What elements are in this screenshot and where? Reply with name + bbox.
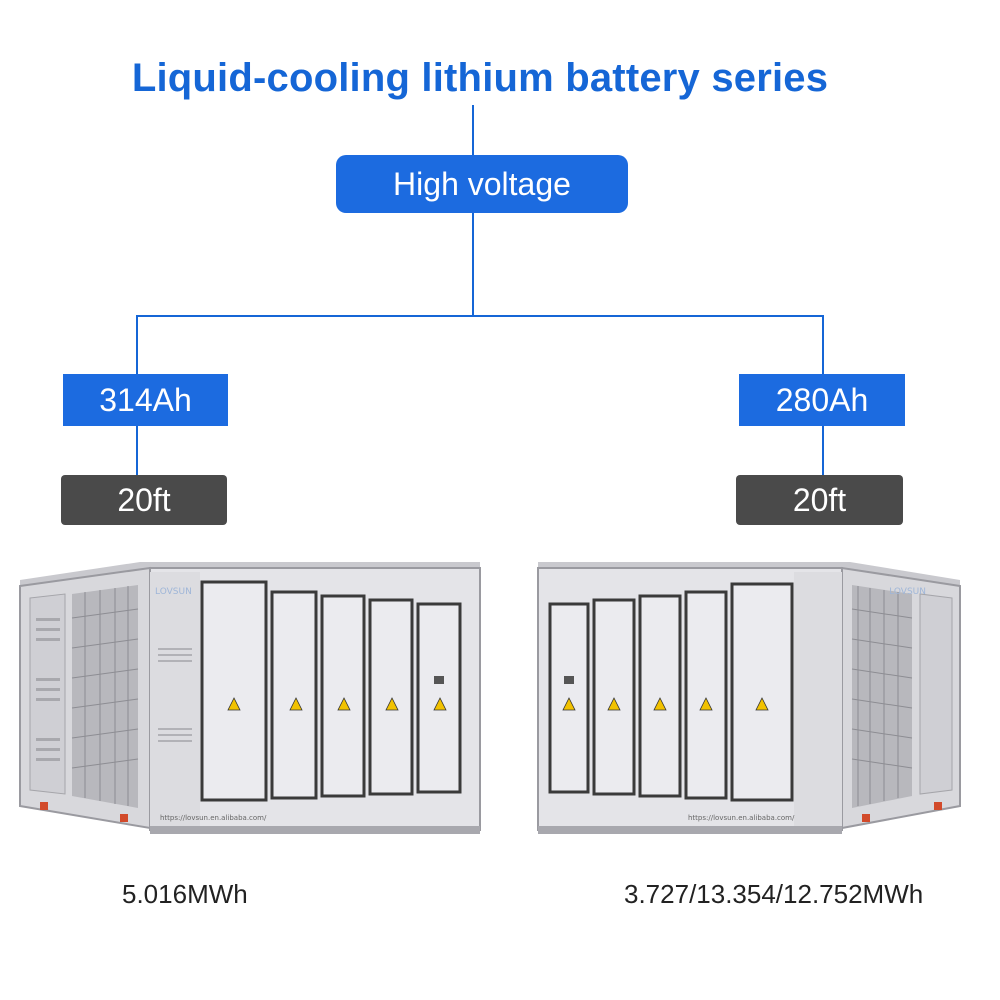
root-node-label: High voltage xyxy=(393,165,571,202)
size-node-left-label: 20ft xyxy=(117,481,171,518)
battery-container-left-image: LOVSUN https://lovsun.en.alibaba.com/ xyxy=(19,562,481,834)
energy-caption-right: 3.727/13.354/12.752MWh xyxy=(624,879,924,909)
connector-root-down xyxy=(472,212,474,316)
connector-left-down xyxy=(136,315,138,375)
connector-horizontal xyxy=(136,315,824,317)
size-node-right: 20ft xyxy=(736,475,903,525)
capacity-node-right: 280Ah xyxy=(739,374,905,426)
brand-logo-left: LOVSUN xyxy=(155,587,192,597)
diagram-title: Liquid-cooling lithium battery series xyxy=(131,56,829,100)
container-url-left: https://lovsun.en.alibaba.com/ xyxy=(160,814,267,822)
root-node-high-voltage: High voltage xyxy=(336,155,628,213)
connector-right-down xyxy=(822,315,824,375)
capacity-node-right-label: 280Ah xyxy=(775,381,869,418)
capacity-node-left: 314Ah xyxy=(63,374,228,426)
size-node-left: 20ft xyxy=(61,475,227,525)
connector-right-size xyxy=(822,424,824,476)
size-node-right-label: 20ft xyxy=(792,481,847,518)
connector-title-root xyxy=(472,105,474,157)
brand-logo-right: LOVSUN xyxy=(889,587,926,597)
connector-left-size xyxy=(136,424,138,476)
battery-container-right-image: LOVSUN https://lovsun.en.alibaba.com/ xyxy=(537,562,961,834)
energy-caption-left: 5.016MWh xyxy=(122,879,248,909)
capacity-node-left-label: 314Ah xyxy=(99,381,192,418)
container-url-right: https://lovsun.en.alibaba.com/ xyxy=(688,814,795,822)
